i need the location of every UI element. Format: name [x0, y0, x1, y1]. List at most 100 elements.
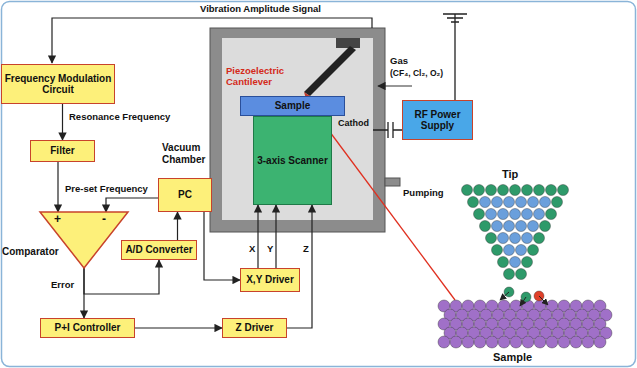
atom — [510, 185, 521, 196]
box-text: P+I Controller — [55, 322, 121, 334]
signal-wire — [52, 18, 372, 63]
atom — [528, 197, 539, 208]
box-text: Z Driver — [236, 322, 274, 334]
atom — [498, 185, 509, 196]
atom — [570, 336, 582, 348]
atom — [498, 233, 509, 244]
atom — [516, 269, 527, 280]
box-label: PC — [178, 189, 192, 201]
atom — [486, 185, 497, 196]
atom — [510, 233, 521, 244]
box-label: Frequency Modulation Circuit — [2, 73, 114, 96]
box-label: A/D Converter — [125, 244, 192, 256]
atom — [540, 197, 551, 208]
signal-label: X — [248, 244, 256, 255]
circuit-box: Frequency Modulation Circuit — [1, 64, 115, 104]
signal-label: Y — [266, 244, 274, 255]
cantilever-holder — [336, 38, 360, 48]
atom — [558, 336, 570, 348]
atom — [534, 209, 545, 220]
atom — [582, 336, 594, 348]
tip-label: Tip — [502, 168, 518, 181]
atom — [510, 257, 521, 268]
atom — [534, 233, 545, 244]
sample-band: Sample — [240, 96, 345, 116]
atom — [510, 209, 521, 220]
atom — [468, 197, 479, 208]
atom — [528, 245, 539, 256]
atom — [546, 185, 557, 196]
input-sign: + — [54, 213, 61, 227]
converter-box: A/D Converter — [121, 240, 197, 260]
box-text: Filter — [50, 145, 74, 157]
atom — [462, 185, 473, 196]
input-sign: - — [102, 213, 106, 227]
signal-label: Z — [302, 244, 310, 255]
controller-box: P+I Controller — [40, 318, 135, 338]
box-label: P+I Controller — [55, 322, 121, 334]
atom — [546, 336, 558, 348]
box-text: Sample — [275, 100, 311, 112]
gas-inlet — [378, 85, 412, 86]
atom — [486, 233, 497, 244]
signal-label: Pre-set Frequency — [64, 184, 149, 195]
comparator-triangle: Comparator+- — [2, 212, 128, 268]
box-text: 3-axis Scanner — [257, 155, 328, 167]
cantilever — [304, 46, 356, 96]
atom — [558, 185, 569, 196]
signal-connector — [204, 212, 240, 280]
atom — [480, 221, 491, 232]
atom — [594, 336, 606, 348]
signal-connector — [135, 327, 222, 328]
signal-connector — [62, 104, 63, 140]
pump-pipe — [385, 178, 400, 186]
atom — [522, 257, 533, 268]
atom — [498, 336, 510, 348]
atom — [474, 336, 486, 348]
gas-label: Gas — [390, 56, 408, 67]
atom — [498, 209, 509, 220]
signal-connector — [287, 205, 312, 328]
chamber-interior — [222, 38, 373, 220]
atom — [450, 336, 462, 348]
signal-connector — [257, 205, 258, 268]
atom — [492, 221, 503, 232]
atom — [504, 221, 515, 232]
motion-arrow — [520, 297, 526, 306]
scanner-box: 3-axis Scanner — [253, 116, 332, 205]
atom — [522, 233, 533, 244]
atom — [498, 257, 509, 268]
atom — [486, 336, 498, 348]
box-label: 3-axis Scanner — [257, 155, 328, 167]
atom — [528, 221, 539, 232]
atom — [522, 336, 534, 348]
atom — [516, 221, 527, 232]
cantilever-label: Piezoelectric Cantilever — [226, 66, 288, 88]
atom — [516, 245, 527, 256]
signal-connector — [84, 260, 159, 294]
sample-label: Sample — [493, 351, 532, 364]
atom — [462, 336, 474, 348]
pc-box: PC — [158, 178, 212, 212]
box-label: Sample — [275, 100, 311, 112]
box-text: A/D Converter — [125, 244, 192, 256]
gas-formula: (CF₄, Cl₂, O₂) — [390, 69, 443, 79]
atom — [540, 221, 551, 232]
atom — [534, 336, 546, 348]
ground-symbol — [443, 14, 467, 100]
atom — [474, 209, 485, 220]
box-text: PC — [178, 189, 192, 201]
box-label: Z Driver — [236, 322, 274, 334]
signal-label: Vibration Amplitude Signal — [200, 4, 321, 15]
atom — [504, 245, 515, 256]
atom — [480, 197, 491, 208]
motion-arrow — [539, 296, 548, 305]
power-supply-box: RF Power Supply — [402, 100, 473, 140]
atom — [504, 269, 515, 280]
signal-label: Error — [50, 280, 75, 291]
zoom-line — [318, 116, 455, 300]
driver-box: X,Y Driver — [240, 268, 300, 292]
chamber-wall — [210, 28, 385, 232]
box-text: Frequency Modulation Circuit — [2, 73, 114, 96]
